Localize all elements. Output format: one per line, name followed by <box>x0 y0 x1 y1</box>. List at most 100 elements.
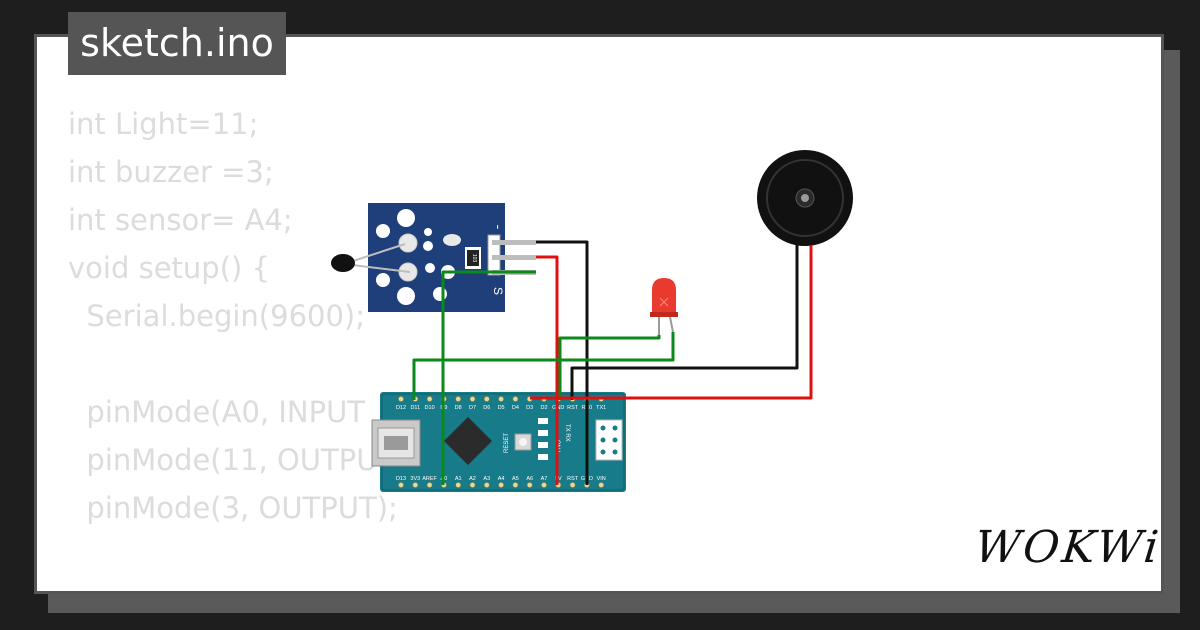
code-line: int buzzer =3; <box>68 155 274 189</box>
nano-bottom-pin-label: 3V3 <box>410 476 420 482</box>
nano-top-pin-label: D8 <box>455 405 462 411</box>
nano-top-pin-label: D10 <box>425 405 435 411</box>
buzzer-hole <box>801 194 809 202</box>
nano-bottom-pin-label: A2 <box>469 476 476 482</box>
nano-bottom-pin-a4[interactable] <box>498 482 504 488</box>
nano-top-pin-d5[interactable] <box>498 396 504 402</box>
wire-green-led-gnd[interactable] <box>558 335 661 400</box>
nano-bottom-pin-label: A4 <box>498 476 505 482</box>
solder-pad <box>443 234 461 246</box>
wire-green-sensor-signal[interactable] <box>441 270 536 485</box>
nano-bottom-pin-3v3[interactable] <box>412 482 419 488</box>
mounting-hole <box>376 273 390 287</box>
nano-bottom-pin-a1[interactable] <box>455 482 462 488</box>
nano-bottom-pin-label: D13 <box>396 476 406 482</box>
nano-top-pin-label: D7 <box>469 405 476 411</box>
code-line: void setup() { <box>68 251 270 285</box>
nano-bottom-pin-label: AREF <box>422 476 437 482</box>
header-pin[interactable] <box>492 240 536 245</box>
wire-black-buzzer-gnd[interactable] <box>570 245 799 400</box>
code-line: pinMode(11, OUTPU <box>68 443 378 477</box>
code-line: Serial.begin(9600); <box>68 299 366 333</box>
nano-top-pin-d8[interactable] <box>455 396 462 402</box>
nano-bottom-pin-vin[interactable] <box>598 482 605 488</box>
preview-card <box>34 34 1164 594</box>
led-rim <box>650 312 678 317</box>
status-leds <box>538 418 548 460</box>
nano-top-pin-d4[interactable] <box>512 396 519 402</box>
wire-red-buzzer-d3[interactable] <box>530 245 813 400</box>
thermistor-icon <box>331 254 355 272</box>
icsp-header <box>595 419 623 461</box>
nano-bottom-pin-label: A1 <box>455 476 462 482</box>
mounting-hole <box>433 287 447 301</box>
wokwi-logo: WOKWi <box>972 522 1164 573</box>
wire-red-sensor-vcc[interactable] <box>536 255 559 485</box>
nano-top-pin-label: D4 <box>512 405 519 411</box>
mounting-hole <box>397 209 415 227</box>
nano-bottom-pin-rst[interactable] <box>569 482 576 488</box>
nano-top-pin-d7[interactable] <box>469 396 476 402</box>
nano-top-pin-d12[interactable] <box>398 396 404 402</box>
wire-black-sensor-gnd[interactable] <box>536 240 589 485</box>
nano-top-pin-d6[interactable] <box>483 396 490 402</box>
code-editor[interactable]: int Light=11; int buzzer =3; int sensor= A… <box>68 100 398 532</box>
solder-pad <box>423 241 433 251</box>
resistor-body <box>467 250 479 266</box>
reset-button[interactable] <box>514 433 532 451</box>
nano-bottom-pin-label: A6 <box>526 476 533 482</box>
thermistor-lead <box>351 264 411 273</box>
nano-top-pin-label: D5 <box>498 405 505 411</box>
txrx-label: TX RX <box>564 424 570 442</box>
nano-bottom-pin-label: A3 <box>483 476 490 482</box>
nano-bottom-pin-a3[interactable] <box>483 482 490 488</box>
sensor-pin-label-s: S <box>491 287 505 295</box>
solder-pad <box>398 233 418 253</box>
led-reflection <box>659 297 669 307</box>
sensor-pin-label-gnd: - <box>491 225 507 230</box>
code-line: pinMode(3, OUTPUT); <box>68 491 398 525</box>
temperature-sensor-module[interactable]: 103 - S <box>331 203 536 312</box>
mounting-hole <box>397 287 415 305</box>
nano-bottom-pin-label: RST <box>567 476 579 482</box>
nano-top-pin-label: D12 <box>396 405 406 411</box>
nano-bottom-pin-label: VIN <box>597 476 606 482</box>
microcontroller-chip <box>443 416 493 466</box>
nano-bottom-pin-label: A5 <box>512 476 519 482</box>
nano-bottom-pin-a6[interactable] <box>526 482 533 488</box>
nano-bottom-pin-label: A7 <box>541 476 548 482</box>
led-body <box>652 278 676 312</box>
code-line: int sensor= A4; <box>68 203 293 237</box>
code-line: int Light=11; <box>68 107 259 141</box>
nano-bottom-pin-holes <box>398 482 605 488</box>
nano-top-pin-label: D3 <box>526 405 533 411</box>
file-tab[interactable]: sketch.ino <box>68 12 286 75</box>
nano-top-pin-label: TX1 <box>596 405 606 411</box>
nano-top-pin-label: D6 <box>483 405 490 411</box>
usb-connector <box>371 419 421 467</box>
nano-top-pin-d10[interactable] <box>426 396 433 402</box>
red-led[interactable] <box>650 278 678 335</box>
wire-green-led-d11[interactable] <box>412 332 675 400</box>
code-line: pinMode(A0, INPUT <box>68 395 366 429</box>
buzzer[interactable] <box>757 150 853 246</box>
nano-bottom-pin-a7[interactable] <box>541 482 547 488</box>
nano-bottom-pin-d13[interactable] <box>398 482 404 488</box>
nano-bottom-pin-aref[interactable] <box>426 482 433 488</box>
solder-pad <box>424 228 432 236</box>
resistor-label: 103 <box>471 254 477 263</box>
nano-bottom-pin-a5[interactable] <box>512 482 519 488</box>
nano-bottom-pin-a2[interactable] <box>469 482 476 488</box>
header-pin[interactable] <box>492 255 536 260</box>
nano-top-pin-label: RST <box>567 405 579 411</box>
wires <box>412 240 813 485</box>
thermistor-lead <box>349 243 406 263</box>
buzzer-ring <box>766 159 844 237</box>
led-lead <box>669 316 674 333</box>
solder-pad <box>425 263 435 273</box>
nano-top-pin-label: D11 <box>410 405 420 411</box>
mounting-hole <box>376 224 390 238</box>
